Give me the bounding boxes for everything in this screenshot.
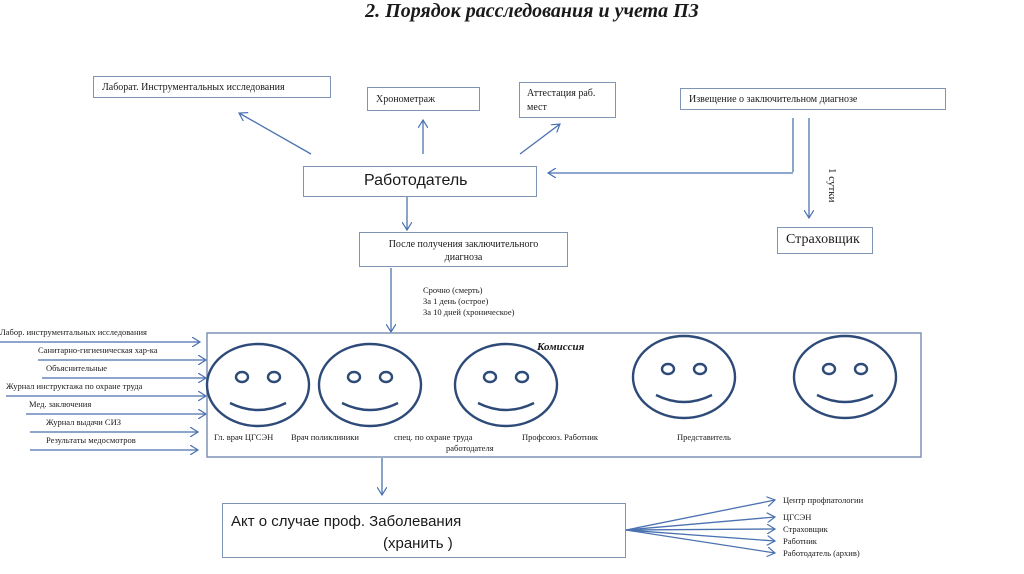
member-label: работодателя	[446, 443, 494, 453]
face-mouth	[341, 401, 399, 412]
arrow-to-attest	[519, 124, 560, 155]
notice-label: Извещение о заключительном диагнозе	[689, 94, 858, 105]
face-outline	[792, 334, 898, 420]
input-label: Санитарно-гигиеническая хар-ка	[38, 345, 158, 355]
deadlines-list: Срочно (смерть) За 1 день (острое) За 10…	[423, 285, 514, 318]
face-eye	[514, 370, 530, 384]
smiley-face-icon	[631, 334, 737, 420]
face-eye	[378, 370, 394, 384]
face-outline	[317, 342, 423, 428]
smiley-face-icon	[453, 342, 559, 428]
recipient-label: Страховщик	[783, 524, 828, 534]
deadline-item: Срочно (смерть)	[423, 285, 483, 295]
lab-label: Лаборат. Инструментальных исследования	[102, 82, 285, 93]
face-eye	[482, 370, 498, 384]
face-eye	[821, 362, 837, 376]
smiley-face-icon	[317, 342, 423, 428]
input-label: Результаты медосмотров	[46, 435, 136, 445]
face-eye	[234, 370, 250, 384]
face-outline	[631, 334, 737, 420]
chrono-label: Хронометраж	[376, 94, 435, 105]
smiley-face-icon	[792, 334, 898, 420]
member-label: Представитель	[677, 432, 731, 442]
chrono-box: Хронометраж	[367, 87, 480, 111]
member-label: Профсоюз. Работник	[522, 432, 599, 442]
insurer-label: Страховщик	[786, 232, 860, 247]
face-eye	[266, 370, 282, 384]
face-eye	[346, 370, 362, 384]
member-label: Врач поликлиники	[291, 432, 359, 442]
member-label: спец. по охране труда	[394, 432, 473, 442]
face-eye	[660, 362, 676, 376]
deadline-item: За 1 день (острое)	[423, 296, 489, 306]
one-day-label: 1 сутки	[826, 168, 838, 203]
face-mouth	[477, 401, 535, 412]
lab-box: Лаборат. Инструментальных исследования	[93, 76, 331, 98]
after-diagnosis-label-2: диагноза	[444, 252, 483, 263]
after-diagnosis-box: После получения заключительного диагноза	[359, 232, 568, 267]
page-title: 2. Порядок расследования и учета ПЗ	[365, 0, 699, 22]
smiley-face-icon	[205, 342, 311, 428]
act-box: Акт о случае проф. Заболевания (хранить …	[222, 503, 626, 558]
arrow-to-lab	[239, 113, 312, 155]
arrow-recipient	[625, 500, 775, 531]
face-eye	[853, 362, 869, 376]
notice-box: Извещение о заключительном диагнозе	[680, 88, 946, 110]
employer-box: Работодатель	[303, 166, 537, 197]
face-eye	[692, 362, 708, 376]
input-label: Мед. заключения	[29, 399, 92, 409]
commission-title: Комиссия	[537, 341, 585, 353]
arrow-recipient	[625, 529, 775, 530]
attest-box: Аттестация раб. мест	[519, 82, 616, 118]
recipient-label: Центр профпатологии	[783, 495, 864, 505]
arrow-recipient	[625, 529, 775, 541]
act-label-1: Акт о случае проф. Заболевания	[231, 513, 462, 530]
attest-label-1: Аттестация раб.	[527, 88, 596, 99]
input-label: Журнал выдачи СИЗ	[46, 417, 121, 427]
recipient-label: Работник	[783, 536, 817, 546]
face-outline	[205, 342, 311, 428]
face-mouth	[816, 393, 874, 404]
member-label: Гл. врач ЦГСЭН	[214, 432, 274, 442]
face-mouth	[229, 401, 287, 412]
after-diagnosis-label-1: После получения заключительного	[388, 239, 539, 250]
recipient-label: Работодатель (архив)	[783, 548, 860, 558]
attest-label-2: мест	[527, 102, 547, 113]
input-label: Объяснительные	[46, 363, 108, 373]
act-label-2: (хранить )	[383, 535, 453, 552]
face-outline	[453, 342, 559, 428]
employer-label: Работодатель	[364, 172, 468, 189]
commission-box	[206, 332, 922, 458]
arrow-recipient	[625, 529, 775, 553]
input-label: Лабор. инструментальных исследования	[0, 327, 147, 337]
recipient-label: ЦГСЭН	[783, 512, 812, 522]
arrow-recipient	[625, 517, 775, 531]
insurer-box: Страховщик	[777, 227, 873, 254]
input-label: Журнал инструктажа по охране труда	[6, 381, 143, 391]
face-mouth	[655, 393, 713, 404]
deadline-item: За 10 дней (хроническое)	[423, 307, 515, 317]
